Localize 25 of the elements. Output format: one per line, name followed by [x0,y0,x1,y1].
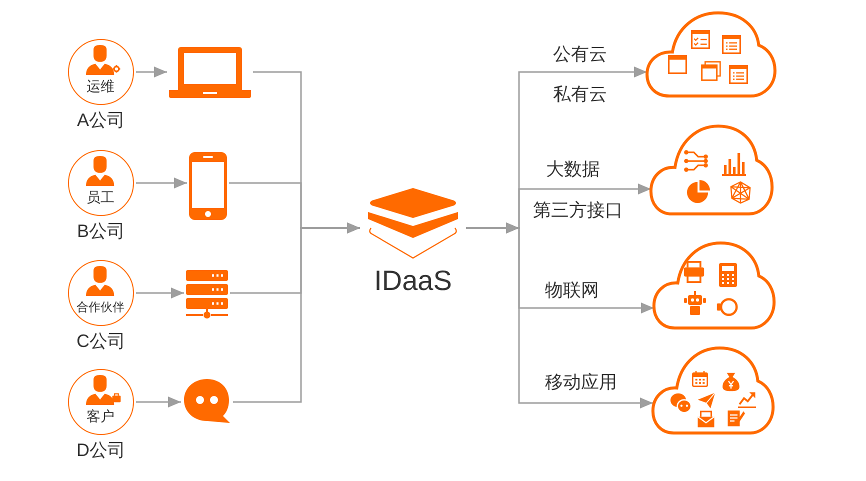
text-label: 私有云 [553,83,607,105]
laptop-icon [169,47,251,98]
node-label: A公司 [76,109,126,131]
arrow [233,222,360,403]
text-label: 第三方接口 [533,199,623,221]
edge-label: 大数据 [546,158,600,180]
arrow [136,66,167,78]
node-label: C公司 [76,330,126,352]
arrow [136,178,187,188]
edge-label: 公有云 [553,43,607,65]
node-label: B公司 [76,220,126,242]
role-label: 运维 [86,78,116,94]
role-label: 客户 [86,408,116,424]
arrow [466,222,653,408]
role-label: 员工 [86,189,116,205]
node-title: IDaaS [373,264,453,298]
arrow [136,396,181,408]
arrow [136,288,184,298]
server-icon [186,270,228,320]
chat-bubble-icon [183,378,231,424]
edge-label: 移动应用 [545,371,617,393]
phone-icon [189,152,227,220]
edge-label: 物联网 [545,279,599,301]
role-label: 合作伙伴 [76,299,126,315]
node-label: D公司 [76,439,126,461]
